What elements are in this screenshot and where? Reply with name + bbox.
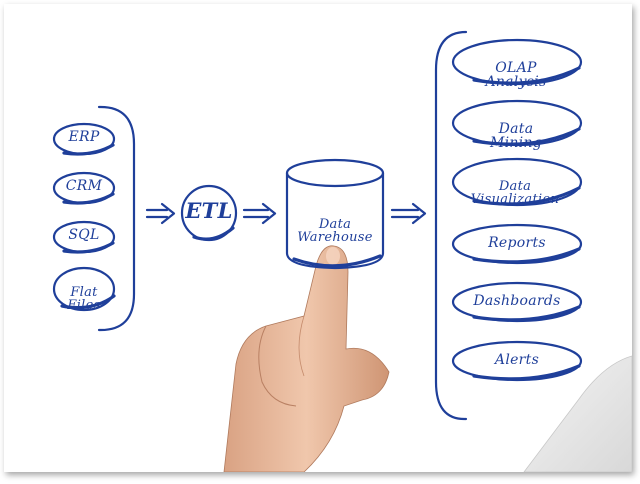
output-shape-data-visualization: [451, 157, 583, 207]
output-shape-reports: [451, 223, 583, 265]
output-label-olap: OLAP Analysis: [466, 46, 566, 90]
output-shape-olap: [451, 38, 583, 86]
source-shape-erp: [52, 122, 116, 156]
sources-bracket: [97, 105, 136, 332]
output-label-data-visualization-text: Data Visualization: [470, 178, 560, 208]
output-label-olap-text: OLAP Analysis: [485, 59, 547, 91]
output-label-data-mining: Data Mining: [466, 107, 566, 151]
arrow-sources-to-etl: [145, 202, 176, 225]
output-shape-alerts: [451, 340, 583, 382]
etl-label: ETL: [185, 198, 233, 223]
output-shape-data-mining: [451, 99, 583, 147]
source-label-sql: SQL: [68, 227, 100, 243]
output-label-data-mining-text: Data Mining: [489, 120, 543, 152]
diagram-frame: ERP CRM SQL Flat Files ETL Data Warehous…: [4, 4, 632, 472]
output-label-data-visualization: Data Visualization: [456, 166, 574, 207]
source-shape-crm: [52, 171, 116, 205]
arrow-etl-to-warehouse: [242, 202, 277, 225]
warehouse-cylinder: [285, 158, 385, 270]
arrow-warehouse-to-outputs: [390, 202, 427, 225]
etl-shape: [180, 184, 238, 242]
outputs-bracket: [434, 30, 468, 421]
source-label-crm: CRM: [65, 178, 103, 194]
source-label-erp: ERP: [68, 129, 100, 145]
sleeve-image: [523, 355, 632, 472]
warehouse-label-text: Data Warehouse: [297, 216, 373, 246]
source-shape-flat-files: [52, 266, 116, 312]
source-shape-sql: [52, 220, 116, 254]
output-label-reports: Reports: [488, 235, 546, 251]
source-label-flat-files-text: Flat Files: [67, 284, 101, 314]
diagram-canvas: [52, 30, 632, 472]
warehouse-label: Data Warehouse: [292, 204, 378, 245]
hand-image: [223, 245, 390, 472]
output-label-dashboards: Dashboards: [473, 293, 561, 309]
output-shape-dashboards: [451, 281, 583, 323]
source-label-flat-files: Flat Files: [58, 272, 110, 313]
output-label-alerts: Alerts: [494, 352, 540, 368]
